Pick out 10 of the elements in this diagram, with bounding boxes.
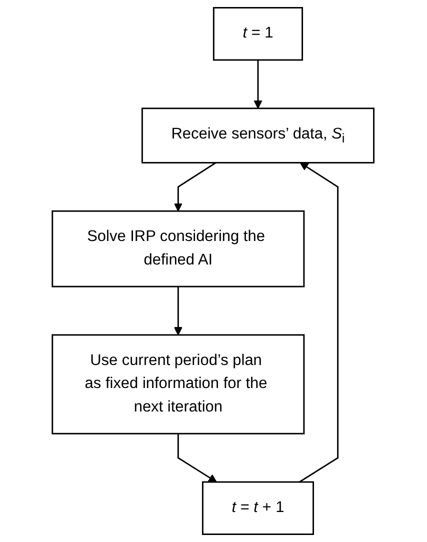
arrow [254,60,263,109]
arrow [178,434,218,482]
node-box: Receive sensors’ data, S$_{i}$ [142,108,375,164]
arrow [299,162,339,483]
arrow [174,286,183,336]
node-box: Solve IRP considering the defined AI [52,210,306,288]
node-box: t = t + 1 [202,481,314,535]
arrow [174,162,217,212]
node-box: t = 1 [213,7,304,61]
node-box: Use current period’s plan as fixed information for the next iteration [52,334,306,434]
